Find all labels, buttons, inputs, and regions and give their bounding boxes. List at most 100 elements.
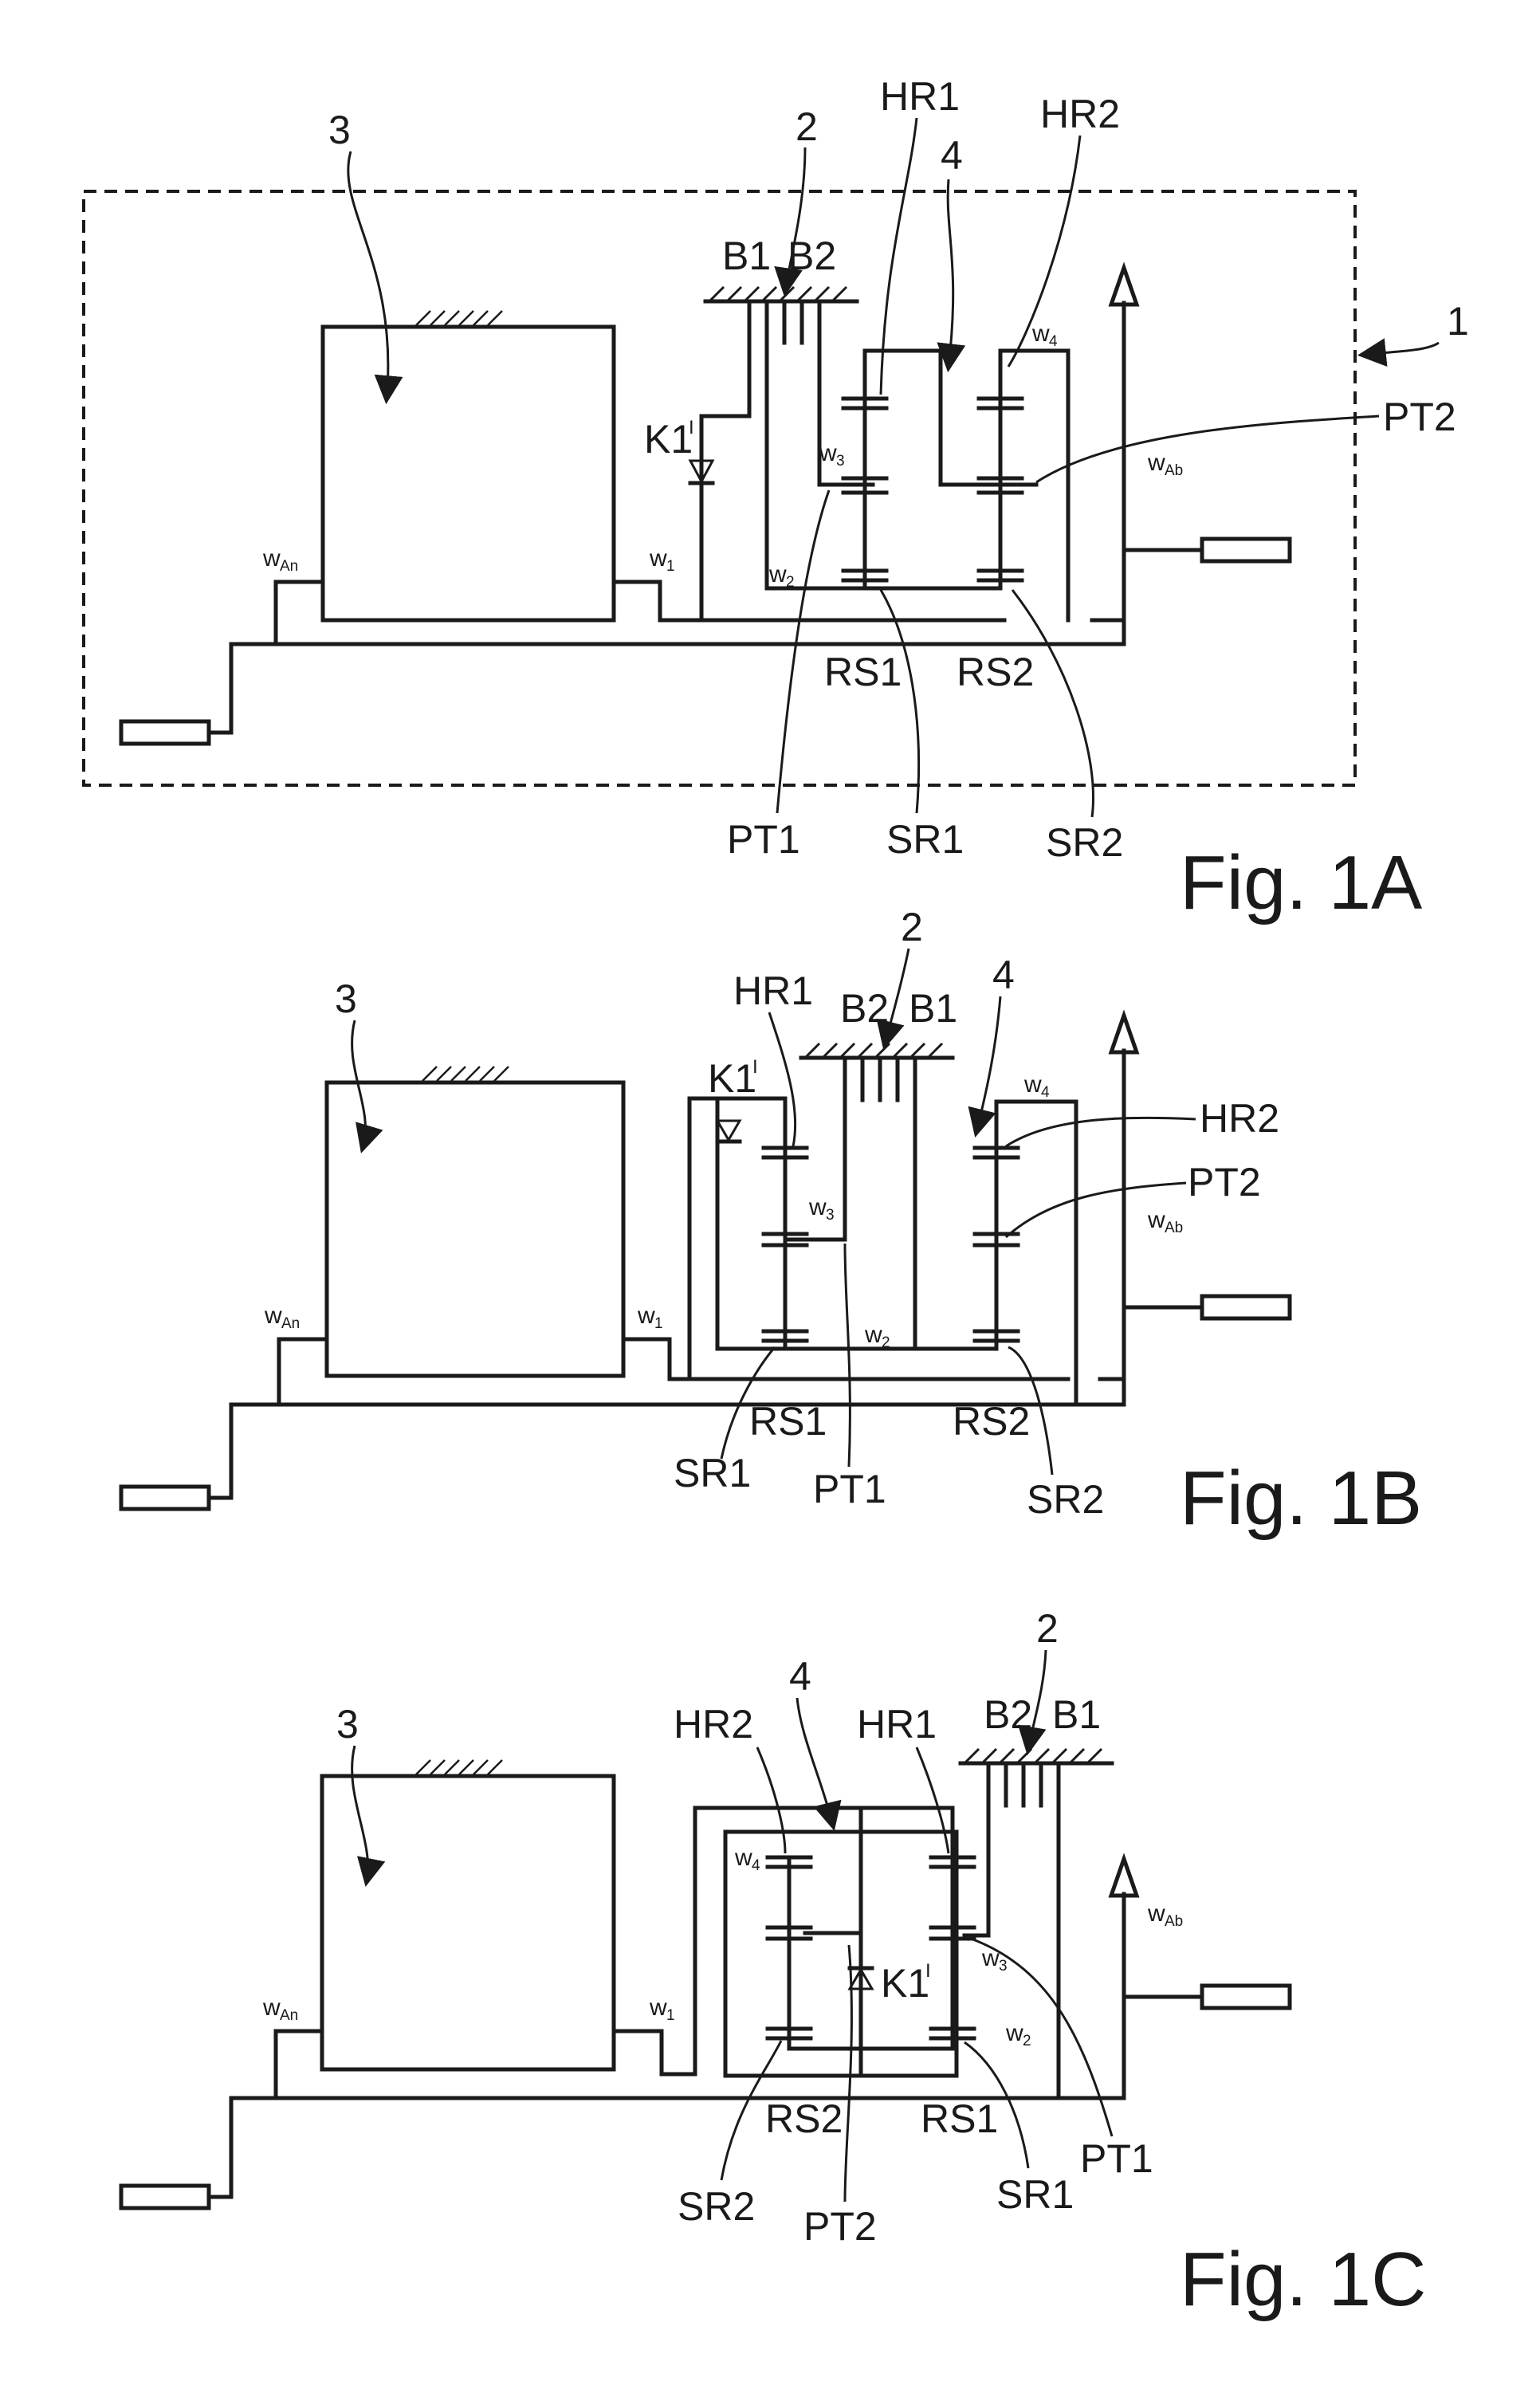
svg-text:w: w xyxy=(819,440,837,466)
svg-text:1: 1 xyxy=(654,1315,663,1332)
w1-shaft xyxy=(611,1806,955,2077)
svg-text:1: 1 xyxy=(666,2007,675,2024)
label-brake-unit: 2 xyxy=(901,905,923,949)
main-shaft xyxy=(206,548,1166,735)
output-arrow-icon xyxy=(1108,261,1140,307)
label-clutch-mark: I xyxy=(752,1056,758,1078)
svg-text:4: 4 xyxy=(1041,1084,1050,1101)
svg-text:w: w xyxy=(649,1994,667,2021)
output-shaft-end xyxy=(1200,1983,1292,2010)
figure-caption-1a: Fig. 1A xyxy=(1180,840,1422,925)
label-brake-unit: 2 xyxy=(796,104,818,149)
svg-text:w: w xyxy=(649,545,667,572)
label-planet-set1: RS1 xyxy=(921,2096,998,2141)
svg-text:4: 4 xyxy=(752,1857,760,1874)
svg-text:w: w xyxy=(637,1303,655,1329)
machine-housing xyxy=(324,1080,626,1378)
label-machine: 3 xyxy=(328,108,351,152)
leader-lines xyxy=(351,948,1196,1475)
svg-text:w: w xyxy=(768,561,787,587)
ring1-link xyxy=(862,348,1039,487)
label-carrier2: PT2 xyxy=(1383,395,1456,439)
label-ring1: HR1 xyxy=(857,1702,937,1747)
input-link xyxy=(273,580,325,646)
label-sun1: SR1 xyxy=(674,1451,751,1495)
svg-text:w: w xyxy=(264,1303,282,1329)
label-sun1: SR1 xyxy=(996,2172,1074,2217)
planet-set-1 xyxy=(841,348,1039,591)
input-shaft-end xyxy=(119,1484,211,1511)
figure-1b: 3 2 4 B2 B1 HR1 HR2 PT2 K1 I RS1 RS2 SR1… xyxy=(119,905,1422,1541)
label-ring1: HR1 xyxy=(733,969,813,1013)
w3-carrier-link xyxy=(817,340,875,487)
svg-text:w: w xyxy=(981,1945,1000,1971)
main-shaft xyxy=(206,1305,1166,1500)
planet-set-1 xyxy=(929,1855,976,2051)
input-link xyxy=(273,2029,324,2100)
output-arrow-icon xyxy=(1108,1853,1140,1898)
label-carrier2: PT2 xyxy=(1188,1160,1261,1204)
label-carrier1: PT1 xyxy=(813,1467,886,1511)
svg-text:w: w xyxy=(734,1845,752,1871)
label-brake1: B1 xyxy=(1052,1692,1101,1737)
label-ring1: HR1 xyxy=(880,74,960,119)
label-planet-set1: RS1 xyxy=(749,1399,827,1444)
input-shaft-end xyxy=(119,719,211,746)
label-planet-set2: RS2 xyxy=(765,2096,843,2141)
label-clutch: K1 xyxy=(644,417,693,462)
label-clutch-mark: I xyxy=(689,417,694,438)
output-shaft-end xyxy=(1200,1294,1292,1321)
svg-text:An: An xyxy=(280,558,298,575)
label-carrier1: PT1 xyxy=(1080,2136,1153,2181)
svg-text:w: w xyxy=(1147,1900,1165,1927)
planet-set-2 xyxy=(976,348,1071,623)
svg-text:Ab: Ab xyxy=(1165,1220,1183,1236)
input-shaft-end xyxy=(119,2183,211,2210)
brake-plates xyxy=(747,299,822,345)
brake-ground-hatch xyxy=(803,1042,944,1059)
w1-shaft xyxy=(611,580,1007,623)
svg-text:w: w xyxy=(262,1994,281,2021)
brake-ground-hatch xyxy=(963,1747,1103,1765)
clutch-link xyxy=(687,1096,788,1381)
svg-text:An: An xyxy=(280,2007,298,2024)
main-shaft xyxy=(206,1994,1166,2199)
figure-caption-1b: Fig. 1B xyxy=(1180,1456,1422,1541)
freewheel-symbol xyxy=(847,1967,874,1990)
label-clutch: K1 xyxy=(708,1056,756,1101)
w1-shaft xyxy=(621,1337,1071,1381)
output-shaft xyxy=(1090,301,1126,623)
label-gearset: 4 xyxy=(789,1654,811,1699)
figure-caption-1c: Fig. 1C xyxy=(1180,2237,1426,2322)
brake-plates xyxy=(843,1055,917,1102)
label-ring2: HR2 xyxy=(674,1702,753,1747)
machine-housing xyxy=(320,1774,616,2072)
label-carrier1: PT1 xyxy=(727,817,800,862)
label-clutch-mark: I xyxy=(925,1960,931,1982)
label-carrier2: PT2 xyxy=(803,2204,877,2249)
machine-ground-hatch xyxy=(422,1066,509,1082)
planet-set-2 xyxy=(765,1855,813,2051)
label-planet-set1: RS1 xyxy=(824,650,902,694)
leader-lines xyxy=(351,1649,1114,2202)
svg-text:w: w xyxy=(1023,1071,1042,1098)
svg-text:w: w xyxy=(1147,450,1165,476)
freewheel-symbol xyxy=(715,1119,742,1142)
brake-plates xyxy=(986,1761,1061,1808)
planet-set-1 xyxy=(761,1145,809,1351)
figure-1c: 3 4 2 B2 B1 HR2 HR1 K1 I RS2 RS1 SR2 PT2… xyxy=(119,1606,1426,2322)
label-gearset: 4 xyxy=(992,953,1015,997)
freewheel-symbol xyxy=(688,459,715,485)
